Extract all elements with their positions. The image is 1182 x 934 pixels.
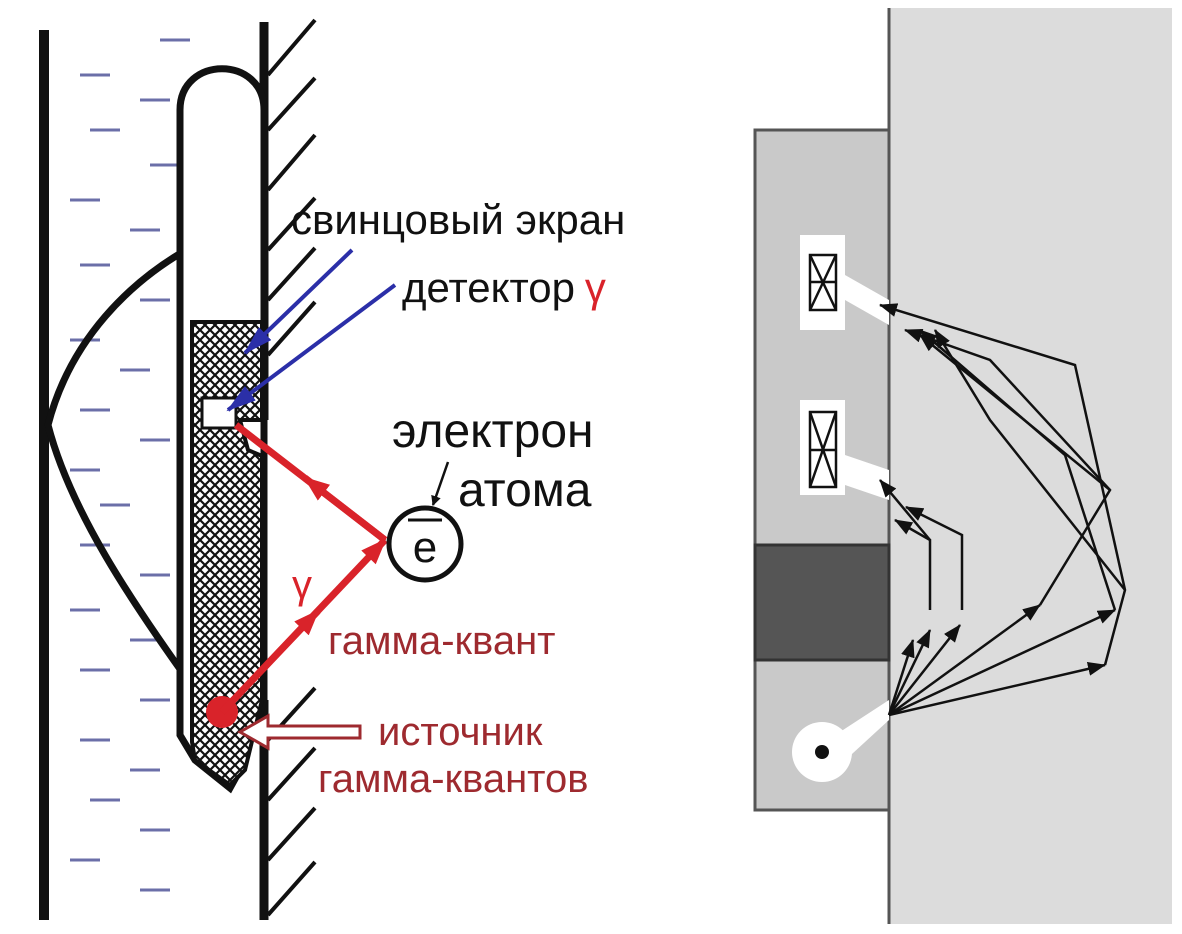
gamma-quantum-label: гамма-квант xyxy=(328,619,555,663)
electron-circle xyxy=(386,505,464,583)
right-diagram xyxy=(753,8,1172,924)
electron-label-line1: электрон xyxy=(392,405,594,458)
electron-label-line2: атома xyxy=(458,464,592,517)
lead-screen-pointer-arrow xyxy=(243,248,354,355)
formation-hatching xyxy=(266,18,317,917)
gamma-ray-incident-arrow xyxy=(219,608,321,715)
gamma-detector-symbol: γ xyxy=(585,264,606,311)
source-pointer-arrow xyxy=(236,713,362,751)
gamma-detector-label-text: детектор xyxy=(402,264,575,311)
detector-2-icon xyxy=(808,410,838,489)
detector-pointer-arrow xyxy=(226,283,397,412)
detector-1-icon xyxy=(808,253,838,312)
formation-area xyxy=(889,8,1172,924)
lead-screen-label: свинцовый экран xyxy=(291,196,625,243)
scattering-paths xyxy=(879,303,1127,717)
gamma-ray-symbol: γ xyxy=(292,563,312,607)
gamma-detector xyxy=(200,396,238,430)
radiation-source-core xyxy=(815,745,829,759)
detector-window-1 xyxy=(800,235,889,330)
source-label-line1: источник xyxy=(378,710,543,754)
electron-pointer-arrow xyxy=(431,461,450,506)
borehole-liquid xyxy=(70,38,190,892)
gamma-ray-scattered-arrow xyxy=(302,475,388,543)
tool-shield-section xyxy=(753,543,891,662)
lead-screen xyxy=(190,320,264,788)
source-label-line2: гамма-квантов xyxy=(318,757,589,801)
electron-symbol: e xyxy=(413,523,437,572)
detector-window-2 xyxy=(800,400,889,500)
bow-spring xyxy=(44,241,198,693)
